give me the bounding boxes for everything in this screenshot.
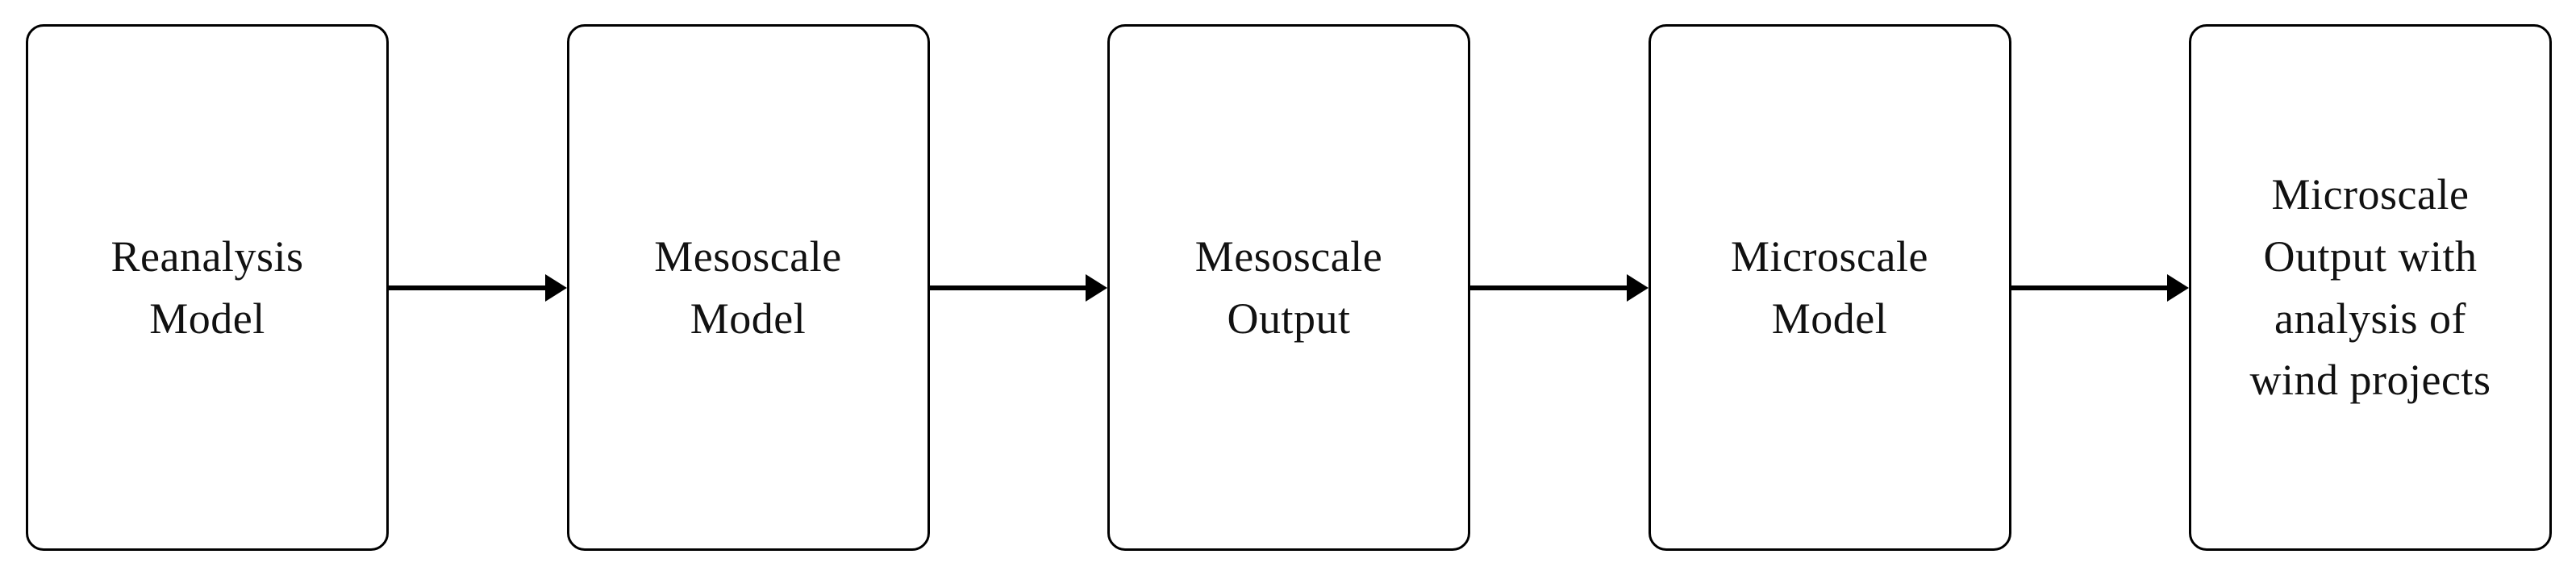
node-reanalysis-model: Reanalysis Model: [26, 24, 389, 551]
node-label: Mesoscale Model: [654, 231, 842, 343]
flow-arrow-2: [929, 264, 1107, 312]
flow-arrow-3: [1470, 264, 1649, 312]
arrow-line: [2011, 285, 2168, 290]
node-microscale-output: Microscale Output with analysis of wind …: [2189, 24, 2552, 551]
node-label: Microscale Output with analysis of wind …: [2249, 170, 2491, 405]
flow-arrow-4: [2011, 264, 2189, 312]
node-microscale-model: Microscale Model: [1648, 24, 2011, 551]
arrow-line: [929, 285, 1086, 290]
node-label: Reanalysis Model: [110, 231, 304, 343]
node-mesoscale-model: Mesoscale Model: [566, 24, 930, 551]
arrow-right-icon: [1626, 273, 1649, 302]
arrow-right-icon: [2167, 273, 2189, 302]
arrow-line: [1470, 285, 1628, 290]
node-mesoscale-output: Mesoscale Output: [1107, 24, 1470, 551]
arrow-right-icon: [544, 273, 567, 302]
node-label: Microscale Model: [1731, 231, 1928, 343]
arrow-right-icon: [1086, 273, 1107, 302]
node-label: Mesoscale Output: [1194, 231, 1383, 343]
arrow-line: [389, 285, 546, 290]
flow-arrow-1: [389, 264, 567, 312]
